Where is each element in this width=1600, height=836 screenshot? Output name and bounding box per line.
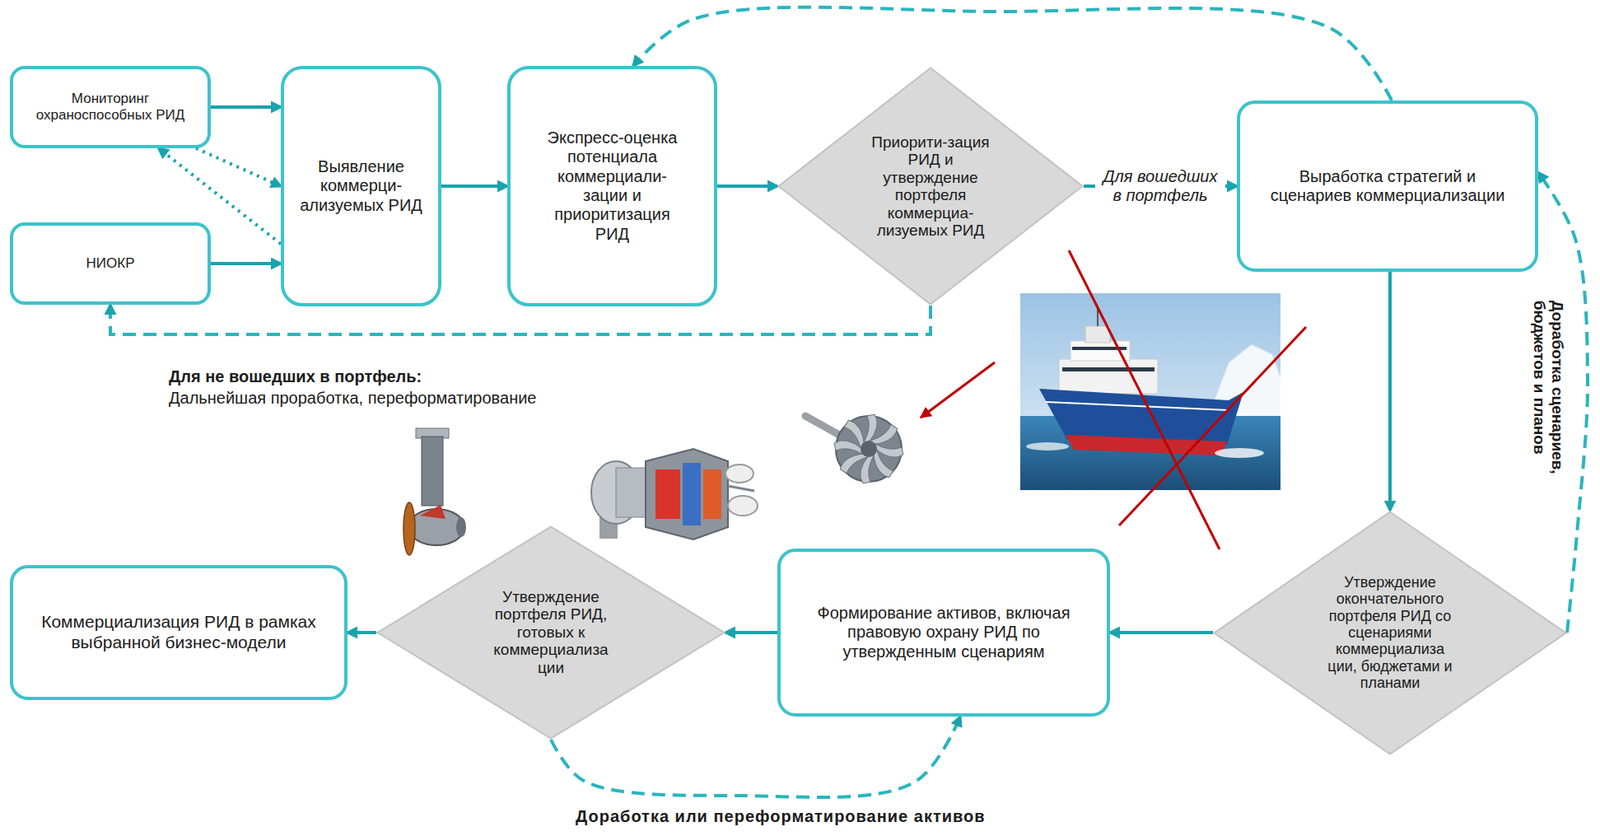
flow-arrow: [347, 630, 377, 635]
edge-label: Доработка или переформатирование активов: [572, 806, 989, 827]
feedback-arrow: [633, 7, 1392, 101]
note-text: Дальнейшая проработка, переформатировани…: [168, 388, 537, 408]
engine-housing: [615, 467, 649, 518]
engine-cutaway: [591, 448, 758, 540]
wave: [1026, 442, 1069, 451]
ship-superstructure: [1058, 359, 1158, 394]
feedback-arrow: [110, 304, 931, 335]
result-box: Коммерциализация РИД в рамках выбранной …: [9, 564, 348, 700]
node-text: Формирование активов, включая правовую о…: [803, 603, 1084, 662]
diamond-shape: [1214, 511, 1567, 754]
node-text: Экспресс-оценка потенциала коммерциали-з…: [538, 128, 687, 244]
node-text: Приорити-зация РИД и утверждение портфел…: [864, 133, 997, 240]
cross-line: [1068, 250, 1220, 550]
flow-arrow: [1110, 630, 1213, 635]
ship-mast-base: [1085, 326, 1111, 343]
flow-arrow: [441, 184, 508, 188]
engine-body: [645, 448, 728, 540]
turbine-blade: [863, 414, 877, 443]
node-text: Утверждение портфеля РИД, готовых к комм…: [480, 587, 621, 677]
dotted-arrow: [195, 148, 281, 187]
ship-stripe: [1045, 401, 1229, 411]
turbine-blade: [875, 443, 904, 458]
process-box: Формирование активов, включая правовую о…: [777, 548, 1111, 717]
engine-pipe: [727, 485, 755, 491]
turbine-wheel: [805, 414, 904, 484]
pointer-arrow: [920, 362, 995, 418]
edge-label: Доработка сценариев, бюджетов и планов: [1529, 297, 1568, 527]
decision-diamond: Утверждение портфеля РИД, готовых к комм…: [376, 525, 726, 740]
engine-section: [655, 469, 681, 519]
flow-arrow: [210, 261, 281, 266]
node-text: НИОКР: [23, 255, 197, 272]
wave: [1214, 447, 1265, 458]
diamond-shape: [377, 527, 725, 739]
flow-arrow: [725, 630, 778, 635]
flow-arrow: [717, 184, 778, 188]
engine-cylinder: [727, 495, 758, 516]
cross-line: [1119, 326, 1307, 526]
node-text: Выработка стратегий и сценариев коммерци…: [1264, 167, 1512, 206]
node-text: Утверждение окончательного портфеля РИД …: [1324, 573, 1456, 691]
icebreaker-photo: [1020, 293, 1281, 490]
decision-diamond: Утверждение окончательного портфеля РИД …: [1212, 510, 1568, 756]
process-box: Экспресс-оценка потенциала коммерциали-з…: [507, 65, 718, 307]
ship-bridge: [1070, 340, 1130, 361]
edge-label: Для вошедших в портфель: [1095, 166, 1226, 206]
process-box: Выработка стратегий и сценариев коммерци…: [1236, 100, 1539, 272]
feedback-arrow: [550, 716, 961, 798]
node-text: Мониторинг охраноспособных РИД: [23, 90, 197, 124]
source-box: Мониторинг охраноспособных РИД: [9, 65, 211, 149]
flow-arrow: [1388, 271, 1392, 511]
pod-propeller: [403, 502, 416, 556]
turbine-blade: [834, 440, 863, 454]
process-box: Выявление коммерци-ализуемых РИД: [280, 65, 442, 307]
ship-windows: [1062, 367, 1155, 372]
pod-cutaway: [419, 504, 446, 519]
diamond-shape: [779, 68, 1083, 305]
node-text: Выявление коммерци-ализуемых РИД: [295, 157, 428, 215]
engine-cylinder: [725, 464, 754, 483]
engine-section: [703, 469, 722, 519]
source-box: НИОКР: [9, 222, 211, 305]
pod-cone: [456, 517, 467, 537]
note-text: Для не вошедших в портфель:: [168, 367, 422, 387]
decision-diamond: Приорити-зация РИД и утверждение портфел…: [777, 66, 1084, 306]
pod-strut: [421, 436, 444, 506]
turbine-blades: [834, 414, 904, 484]
engine-section: [682, 462, 701, 526]
flow-arrow: [210, 105, 281, 109]
propulsion-pod: [403, 428, 467, 556]
turbine-blade: [860, 455, 874, 484]
node-text: Коммерциализация РИД в рамках выбранной …: [38, 611, 319, 653]
turbine-hub: [860, 440, 877, 458]
